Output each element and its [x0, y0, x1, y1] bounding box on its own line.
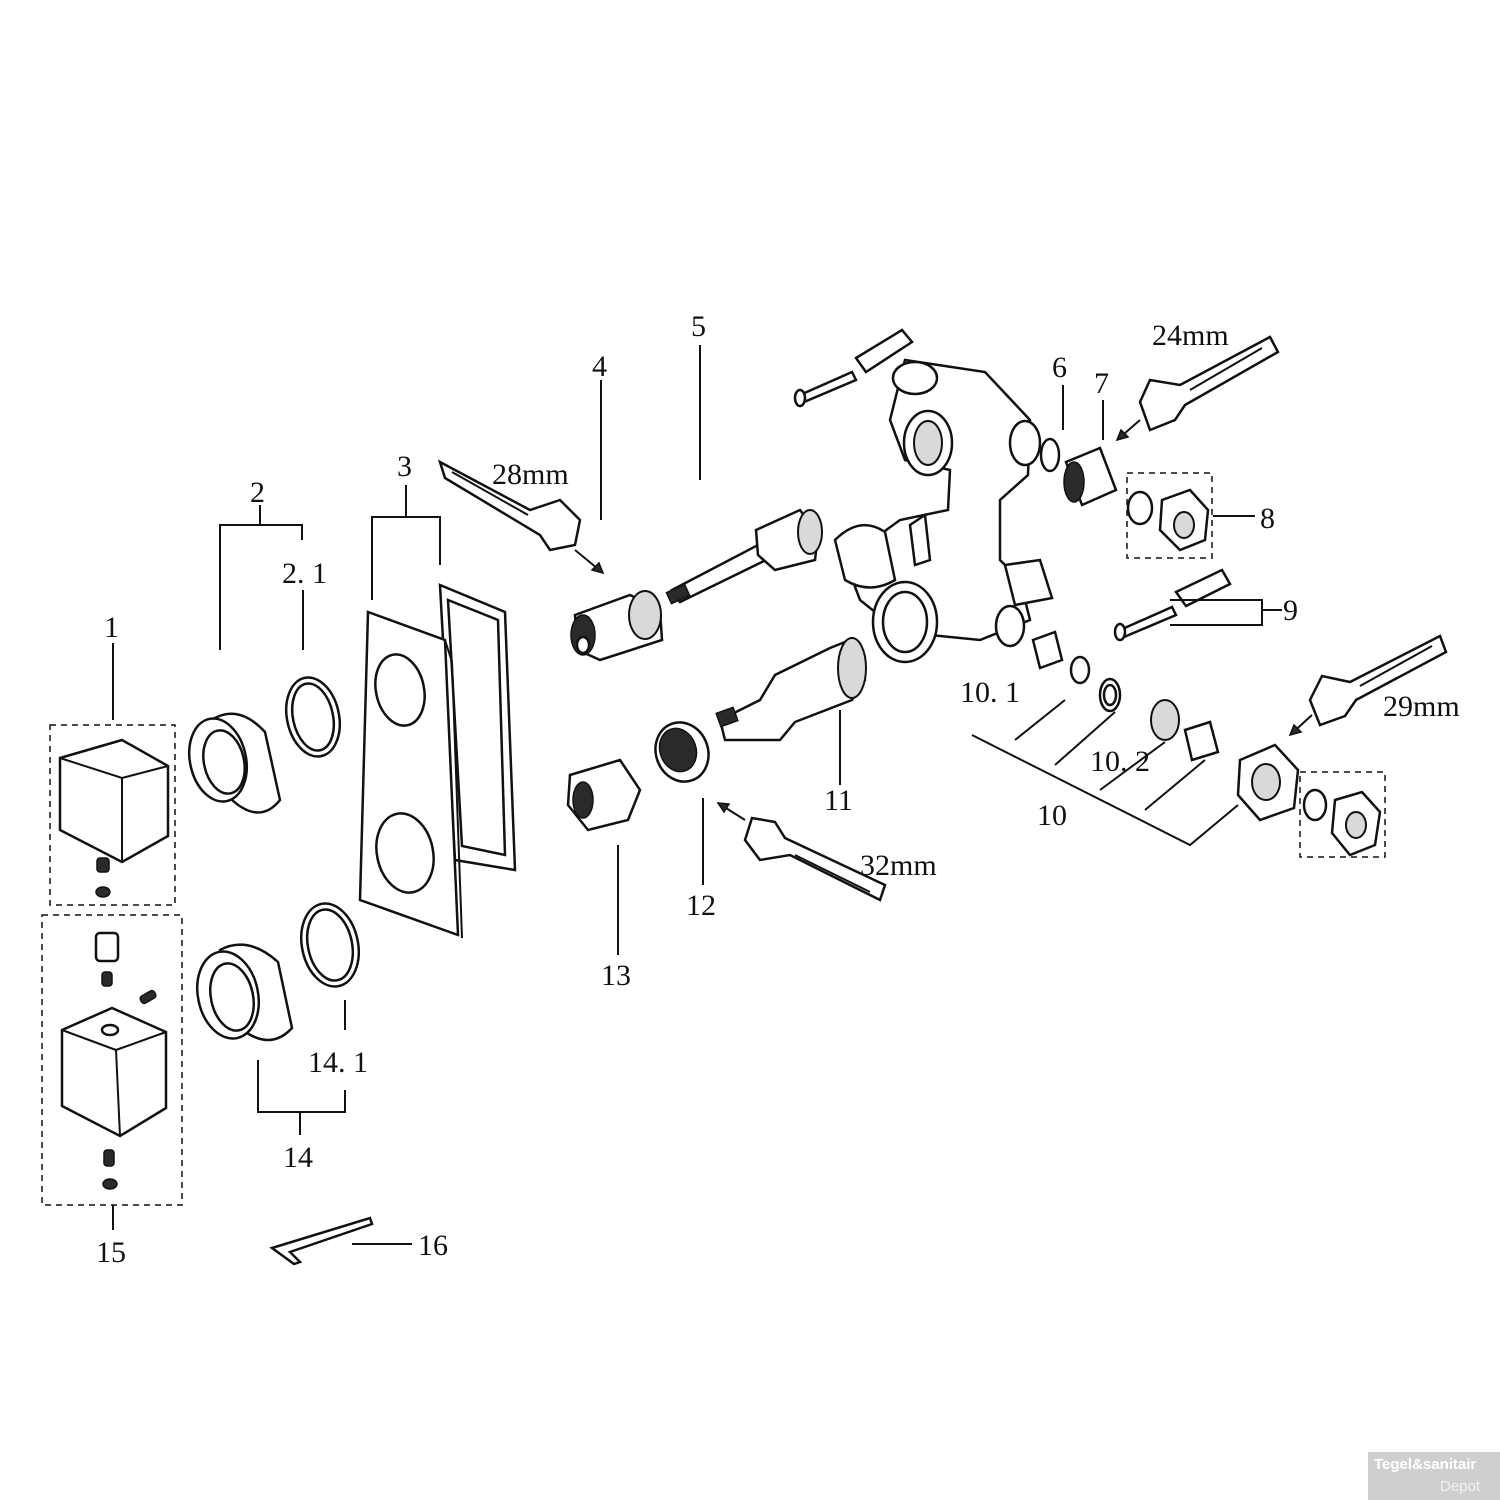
wrench-24mm-icon: [1138, 335, 1280, 432]
label-3: 3: [397, 450, 412, 483]
label-11: 11: [824, 784, 853, 817]
part-14-sleeve: [196, 943, 294, 1042]
label-7: 7: [1094, 367, 1109, 400]
part-labels: 1 2 2. 1 3 4 5 6 7 8 9 10. 1 10. 2 10 11…: [96, 310, 1298, 1269]
label-9: 9: [1283, 594, 1298, 627]
part-10-stop-valve-parts: [1031, 630, 1386, 858]
label-8: 8: [1260, 502, 1275, 535]
label-10: 10: [1037, 799, 1067, 832]
label-24mm: 24mm: [1152, 319, 1229, 352]
wrench-29mm-icon: [1308, 634, 1448, 727]
valve-body: [833, 358, 1054, 664]
watermark-logo: Tegel&sanitair Depot: [1368, 1452, 1500, 1500]
wrench-size-labels: 28mm 24mm 29mm 32mm: [492, 319, 1460, 882]
label-10-2: 10. 2: [1090, 745, 1150, 778]
label-16: 16: [418, 1229, 448, 1262]
part-2-1-o-ring: [284, 676, 342, 758]
wrench-32mm-icon: [743, 816, 887, 902]
watermark-line1: Tegel&sanitair: [1374, 1456, 1477, 1473]
label-15: 15: [96, 1236, 126, 1269]
label-32mm: 32mm: [860, 849, 937, 882]
label-12: 12: [686, 889, 716, 922]
label-29mm: 29mm: [1383, 690, 1460, 723]
part-14-1-o-ring: [300, 902, 360, 988]
label-2-1: 2. 1: [282, 557, 327, 590]
label-1: 1: [104, 611, 119, 644]
part-12-lock-nut: [654, 721, 710, 783]
part-2-sleeve: [188, 712, 282, 814]
label-14: 14: [283, 1141, 313, 1174]
label-13: 13: [601, 959, 631, 992]
label-5: 5: [691, 310, 706, 343]
label-14-1: 14. 1: [308, 1046, 368, 1079]
part-7-nipple: [1063, 446, 1118, 507]
label-4: 4: [592, 350, 607, 383]
watermark-line2: Depot: [1440, 1478, 1481, 1495]
label-2: 2: [250, 476, 265, 509]
leader-lines: [112, 345, 1282, 1245]
part-6-o-ring: [1039, 437, 1061, 473]
wall-screw-top: [793, 328, 914, 408]
label-10-1: 10. 1: [960, 676, 1020, 709]
part-3-cover-plate: [358, 583, 517, 939]
wrench-arrows: [574, 419, 1313, 821]
part-4-diverter-cartridge: [570, 590, 664, 662]
part-16-hex-key: [269, 1216, 374, 1266]
part-9-wall-plugs: [1113, 568, 1232, 642]
label-6: 6: [1052, 351, 1067, 384]
part-8-compression-fitting: [1126, 472, 1213, 559]
part-15-handle: [41, 914, 183, 1206]
part-1-handle: [49, 724, 176, 906]
label-28mm: 28mm: [492, 458, 569, 491]
part-5-spindle: [665, 508, 823, 605]
part-11-thermostatic-cartridge: [715, 637, 867, 742]
wrench-28mm-icon: [437, 459, 582, 552]
part-13-adapter: [566, 758, 642, 832]
